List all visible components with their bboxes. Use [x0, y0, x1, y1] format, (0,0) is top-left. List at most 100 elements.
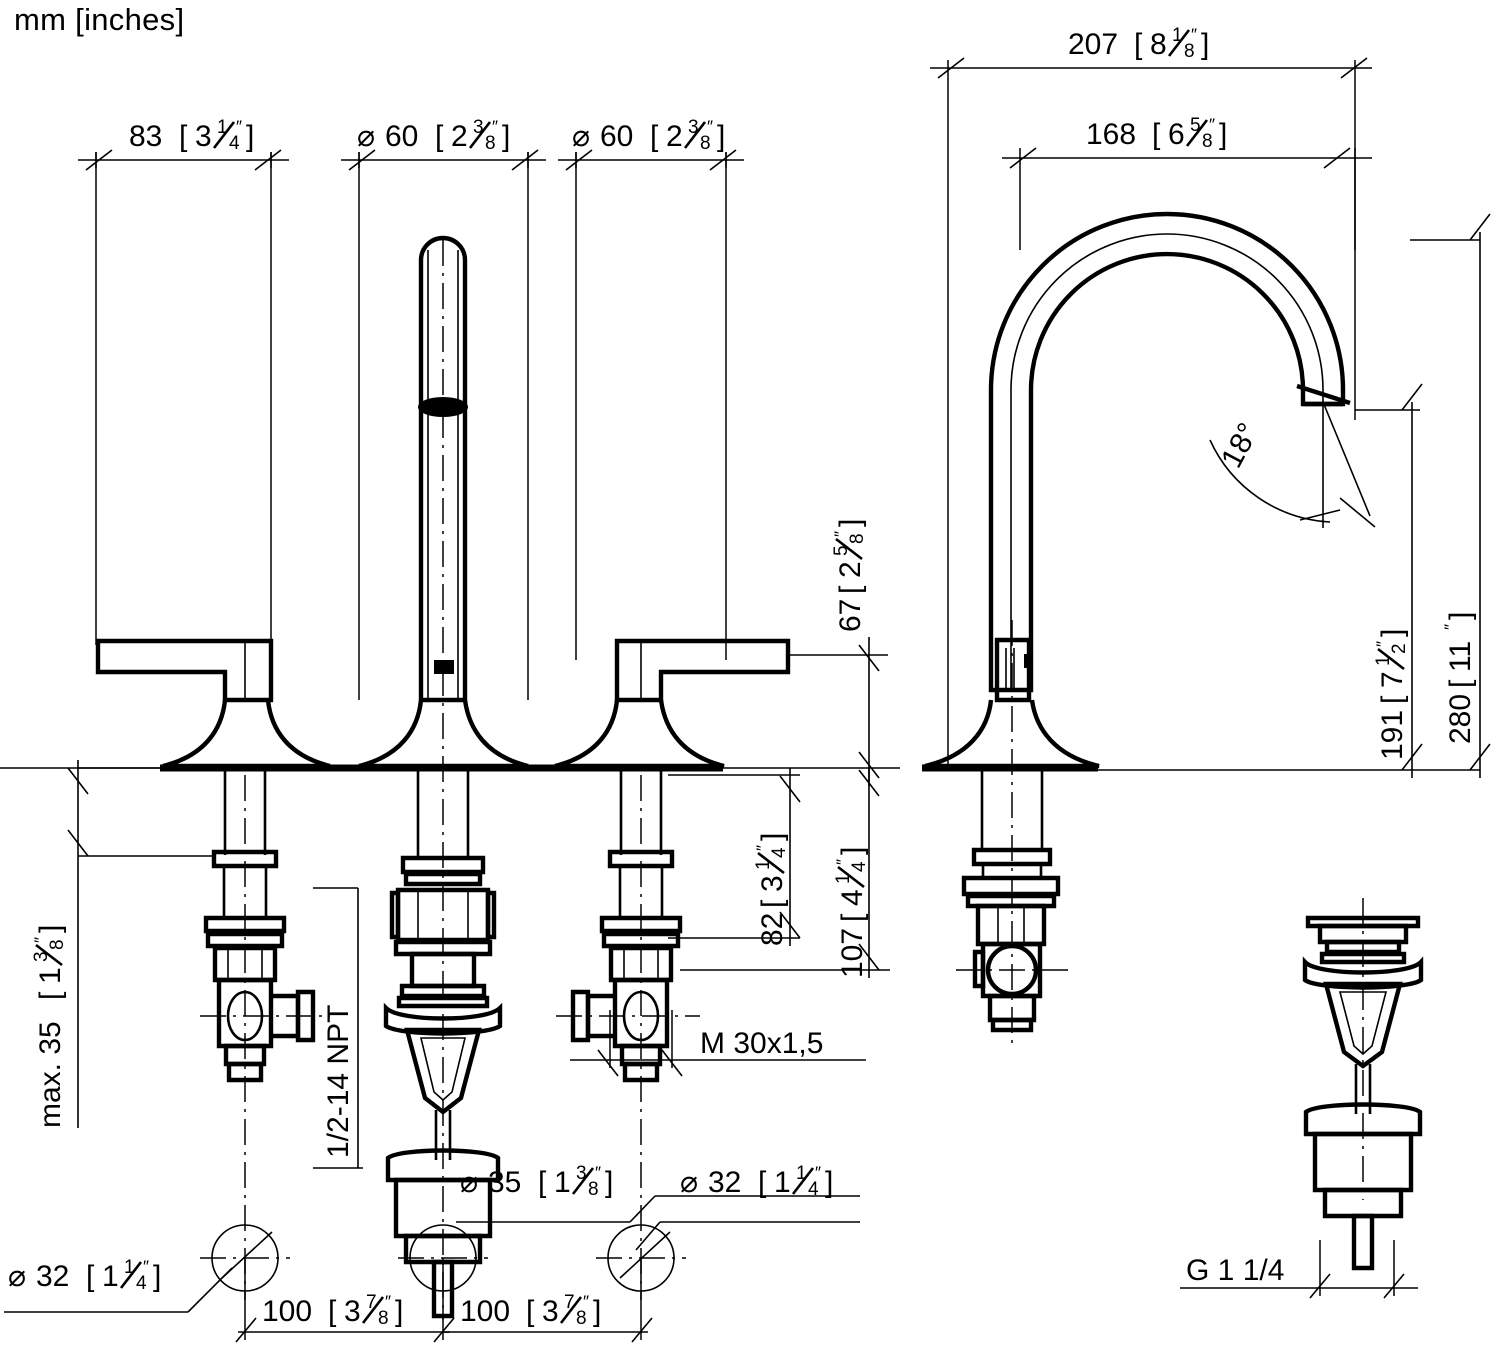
dim-60h-mm: 60	[600, 120, 633, 153]
dim-100r-mm: 100	[460, 1295, 510, 1328]
dim-67-in-num: 5	[831, 545, 852, 556]
svg-text:]: ]	[395, 1295, 403, 1328]
npt-thread-text: 1/2-14 NPT	[322, 1005, 355, 1158]
units-note: mm [inches]	[14, 2, 184, 37]
spout-riser-front	[418, 235, 468, 703]
front-extension-lines	[95, 152, 727, 700]
svg-text:″: ″	[143, 1257, 149, 1276]
label-metric-thread: M 30x1,5	[570, 1010, 866, 1077]
svg-text:[: [	[758, 1166, 767, 1199]
svg-text:[: [	[435, 120, 444, 153]
svg-text:[: [	[526, 1295, 535, 1328]
svg-text:″: ″	[595, 1163, 601, 1182]
svg-text:]: ]	[593, 1295, 601, 1328]
dim-60-spout-escutcheon: ⌀ 60 [ 2 3 8 ″ ]	[341, 117, 546, 171]
dim-100l-in-whole: 3	[344, 1295, 361, 1328]
dim-60s-in-whole: 2	[451, 120, 468, 153]
dim-168-in-den: 8	[1202, 131, 1213, 152]
side-riser-base	[994, 637, 1032, 703]
svg-text:[: [	[179, 120, 188, 153]
dim-32l-mm: 32	[36, 1260, 69, 1293]
dim-60s-in-num: 3	[473, 117, 484, 138]
dim-max35-in-whole: 1	[34, 967, 67, 984]
dim-60h-in-num: 3	[688, 117, 699, 138]
dim-100l-mm: 100	[262, 1295, 312, 1328]
svg-text:″: ″	[831, 531, 850, 537]
side-elevation-view: 207 [ 8 1 8 ″ ] 168 [ 6 5 8 ″	[922, 25, 1491, 1048]
dim-100r-in-num: 7	[564, 1292, 575, 1313]
dim-207-in-den: 8	[1184, 41, 1195, 62]
side-valve-shank	[956, 620, 1068, 1048]
dim-60s-mm: 60	[385, 120, 418, 153]
front-elevation-view: 83 [ 3 1 4 ″ ] ⌀ 60 [ 2 3	[0, 117, 900, 1320]
dim-82-in-den: 4	[769, 847, 790, 858]
dim-168-reach: 168 [ 6 5 8 ″ ]	[1002, 115, 1372, 169]
pop-up-drain-detail	[1302, 898, 1424, 1271]
svg-text:″: ″	[833, 859, 852, 865]
dim-60h-in-den: 8	[700, 133, 711, 154]
dim-191-in-num: 1	[1373, 655, 1394, 666]
dim-280-in-whole: 11	[1444, 641, 1477, 672]
svg-text:[: [	[538, 1166, 547, 1199]
dim-107-in-den: 4	[849, 861, 870, 872]
dim-32c-in-den: 4	[808, 1179, 819, 1200]
dim-100l-in-den: 8	[378, 1308, 389, 1329]
spout-shank-assembly	[383, 770, 503, 1319]
dim-32l-in-den: 4	[136, 1273, 147, 1294]
dim-191-in-whole: 7	[1376, 671, 1409, 688]
svg-text:″: ″	[492, 117, 498, 136]
dim-207-in-num: 1	[1172, 25, 1183, 46]
dim-280-mm: 280	[1444, 694, 1477, 744]
dia-symbol-icon: ⌀	[460, 1166, 478, 1199]
dia-symbol-icon: ⌀	[572, 120, 590, 153]
svg-text:[: [	[1152, 118, 1161, 151]
dim-207-total-reach: 207 [ 8 1 8 ″ ]	[930, 25, 1372, 79]
svg-text:[: [	[1134, 28, 1143, 61]
svg-text:]: ]	[717, 120, 725, 153]
dim-32l-in-whole: 1	[102, 1260, 119, 1293]
svg-text:]: ]	[1219, 118, 1227, 151]
dim-168-in-num: 5	[1190, 115, 1201, 136]
dim-35-in-den: 8	[588, 1179, 599, 1200]
drain-thread-text: G 1 1/4	[1186, 1254, 1284, 1287]
dim-100r-in-den: 8	[576, 1308, 587, 1329]
dim-82-in-num: 1	[753, 859, 774, 870]
dim-35-in-whole: 1	[554, 1166, 571, 1199]
svg-text:″: ″	[1441, 624, 1460, 630]
svg-text:[: [	[1444, 679, 1477, 688]
dim-32-centre-hole: ⌀ 32 [ 1 1 4 ″ ]	[635, 1163, 860, 1251]
dim-107-in-num: 1	[833, 873, 854, 884]
dim-67-in-whole: 2	[834, 561, 867, 578]
svg-text:]: ]	[502, 120, 510, 153]
dim-168-in-whole: 6	[1168, 118, 1185, 151]
svg-text:[: [	[756, 899, 789, 908]
dim-67-in-den: 8	[847, 533, 868, 544]
valve-shank-right	[556, 770, 700, 1083]
dim-207-mm: 207	[1068, 28, 1118, 61]
spout-joint-marker	[434, 660, 454, 674]
dim-107-in-whole: 4	[836, 889, 869, 906]
svg-text:]: ]	[836, 847, 869, 855]
dim-60-handle-escutcheon: ⌀ 60 [ 2 3 8 ″ ]	[558, 117, 744, 171]
dim-60s-in-den: 8	[485, 133, 496, 154]
svg-text:]: ]	[246, 120, 254, 153]
svg-text:″: ″	[385, 1292, 391, 1311]
svg-text:]: ]	[756, 833, 789, 841]
svg-text:″: ″	[1209, 115, 1215, 134]
dim-max35-deck-thickness: max. 35 [ 1 3 8 ″ ]	[31, 760, 214, 1128]
dim-191-mm: 191	[1376, 710, 1409, 760]
dim-83-handle-offset: 83 [ 3 1 4 ″ ]	[78, 117, 289, 171]
svg-text:[: [	[836, 913, 869, 922]
front-centre-lines	[244, 240, 642, 1320]
dim-67-handle-height: 67 [ 2 5 8 ″ ]	[788, 519, 888, 786]
dim-168-mm: 168	[1086, 118, 1136, 151]
valve-shank-left	[200, 770, 330, 1083]
dim-max35-mm: max. 35	[34, 1021, 67, 1128]
dim-35-mm: 35	[488, 1166, 521, 1199]
svg-text:″: ″	[707, 117, 713, 136]
dim-32c-in-whole: 1	[774, 1166, 791, 1199]
svg-text:″: ″	[753, 845, 772, 851]
svg-text:]: ]	[1376, 629, 1409, 637]
